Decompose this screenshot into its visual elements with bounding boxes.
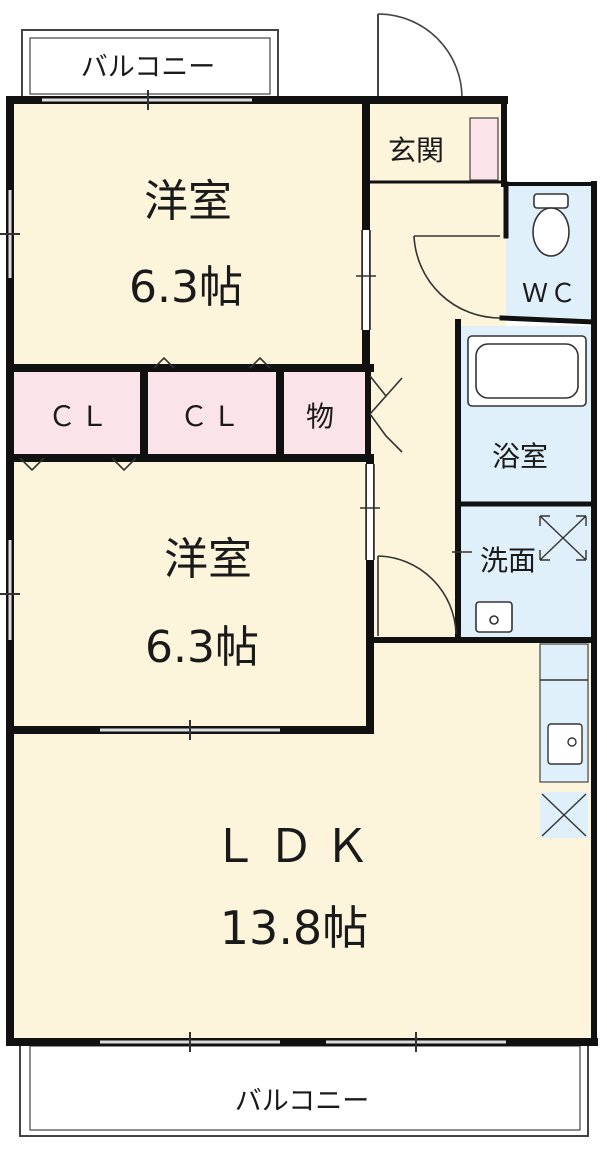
bedroom1-name: 洋室: [144, 176, 232, 227]
balcony-top-label: バルコニー: [81, 52, 215, 83]
entrance-door: [377, 13, 463, 100]
washroom-label: 洗面: [480, 544, 536, 577]
windows: [0, 90, 506, 1052]
closet2-label: ＣＬ: [180, 400, 244, 433]
bedroom2-size: 6.3帖: [145, 622, 259, 673]
storage-label: 物: [306, 400, 334, 433]
ldk-size: 13.8帖: [220, 901, 368, 955]
bath-label: 浴室: [492, 440, 548, 473]
fridge-space-icon: [541, 793, 587, 837]
balcony-bottom-label: バルコニー: [235, 1086, 369, 1117]
washer-space-icon: [539, 515, 587, 561]
washbasin-icon: [475, 601, 513, 633]
wc-label: ＷＣ: [522, 279, 578, 309]
bedroom2-name: 洋室: [164, 534, 252, 585]
balcony-bottom: バルコニー: [19, 1043, 589, 1137]
closet1-label: ＣＬ: [48, 400, 112, 433]
bedroom1-size: 6.3帖: [129, 262, 243, 313]
sink-icon: [540, 679, 588, 765]
doors: [19, 230, 501, 636]
ldk-area: [10, 640, 594, 1042]
entrance-label: 玄関: [388, 134, 444, 167]
ldk-name: ＬＤＫ: [212, 819, 380, 873]
closet-row-area: [10, 368, 368, 458]
wc-toilet-icon: [532, 193, 570, 257]
bedroom1-area: [10, 100, 366, 368]
balcony-top: バルコニー: [21, 29, 279, 99]
entrance-step: [469, 117, 499, 181]
bathtub-icon: [467, 335, 587, 407]
